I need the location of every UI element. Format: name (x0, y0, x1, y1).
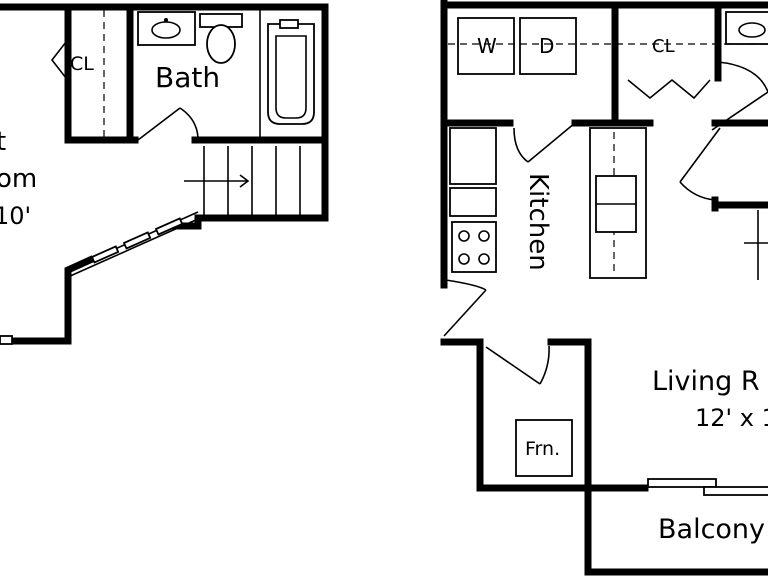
bedroom-label-line1: t (0, 127, 6, 157)
sliding-door-icon (647, 478, 768, 496)
laundry: W D CL (448, 17, 768, 100)
entry-door-icon (443, 279, 487, 337)
bedroom-door-icon (679, 127, 721, 201)
counter-icon (449, 187, 497, 217)
bathtub-icon (267, 19, 315, 125)
toilet-icon (199, 13, 243, 64)
washer-label: W (477, 34, 497, 58)
hall-door-icon (711, 61, 768, 131)
sink-icon (137, 11, 196, 46)
right-unit: W D CL (440, 0, 768, 576)
kitchen: Kitchen (449, 122, 647, 279)
left-unit-lower-wall (0, 255, 95, 345)
stove-icon (451, 221, 497, 273)
kitchen-door-icon (513, 122, 576, 163)
furnace-wall (440, 338, 592, 492)
closet-right-label: CL (652, 36, 675, 57)
kitchen-label: Kitchen (523, 173, 553, 271)
fridge-icon (449, 127, 497, 185)
furnace-label: Frn. (525, 438, 560, 460)
furnace-icon (515, 419, 573, 477)
bath-label: Bath (155, 61, 220, 94)
dryer-label: D (539, 34, 554, 58)
left-unit: CL Bath (0, 3, 329, 345)
washer-icon (457, 17, 515, 75)
window-left-edge (0, 335, 13, 345)
living-room-dims-label: 12' x 1 (695, 404, 768, 432)
stairs (184, 146, 301, 215)
bath-room: Bath (137, 10, 315, 141)
diagonal-windows (67, 211, 199, 278)
sink-right-icon (725, 11, 768, 45)
left-unit-top-wall (64, 3, 329, 230)
bifold-door-icon (627, 78, 711, 100)
furnace-door-icon (485, 345, 550, 385)
dryer-icon (519, 17, 577, 75)
living-room-label: Living R (652, 366, 760, 397)
left-unit-outer-wall (0, 3, 139, 144)
balcony-label: Balcony (658, 514, 765, 545)
bedroom-label-line2: om (0, 164, 37, 194)
closet-left-label: CL (70, 53, 94, 75)
furnace-right-wall (547, 338, 768, 576)
left-closet: CL (50, 10, 105, 137)
kitchen-island (589, 127, 647, 279)
bath-door-icon (137, 107, 181, 141)
bedroom-dims-label: 10' (0, 202, 31, 230)
